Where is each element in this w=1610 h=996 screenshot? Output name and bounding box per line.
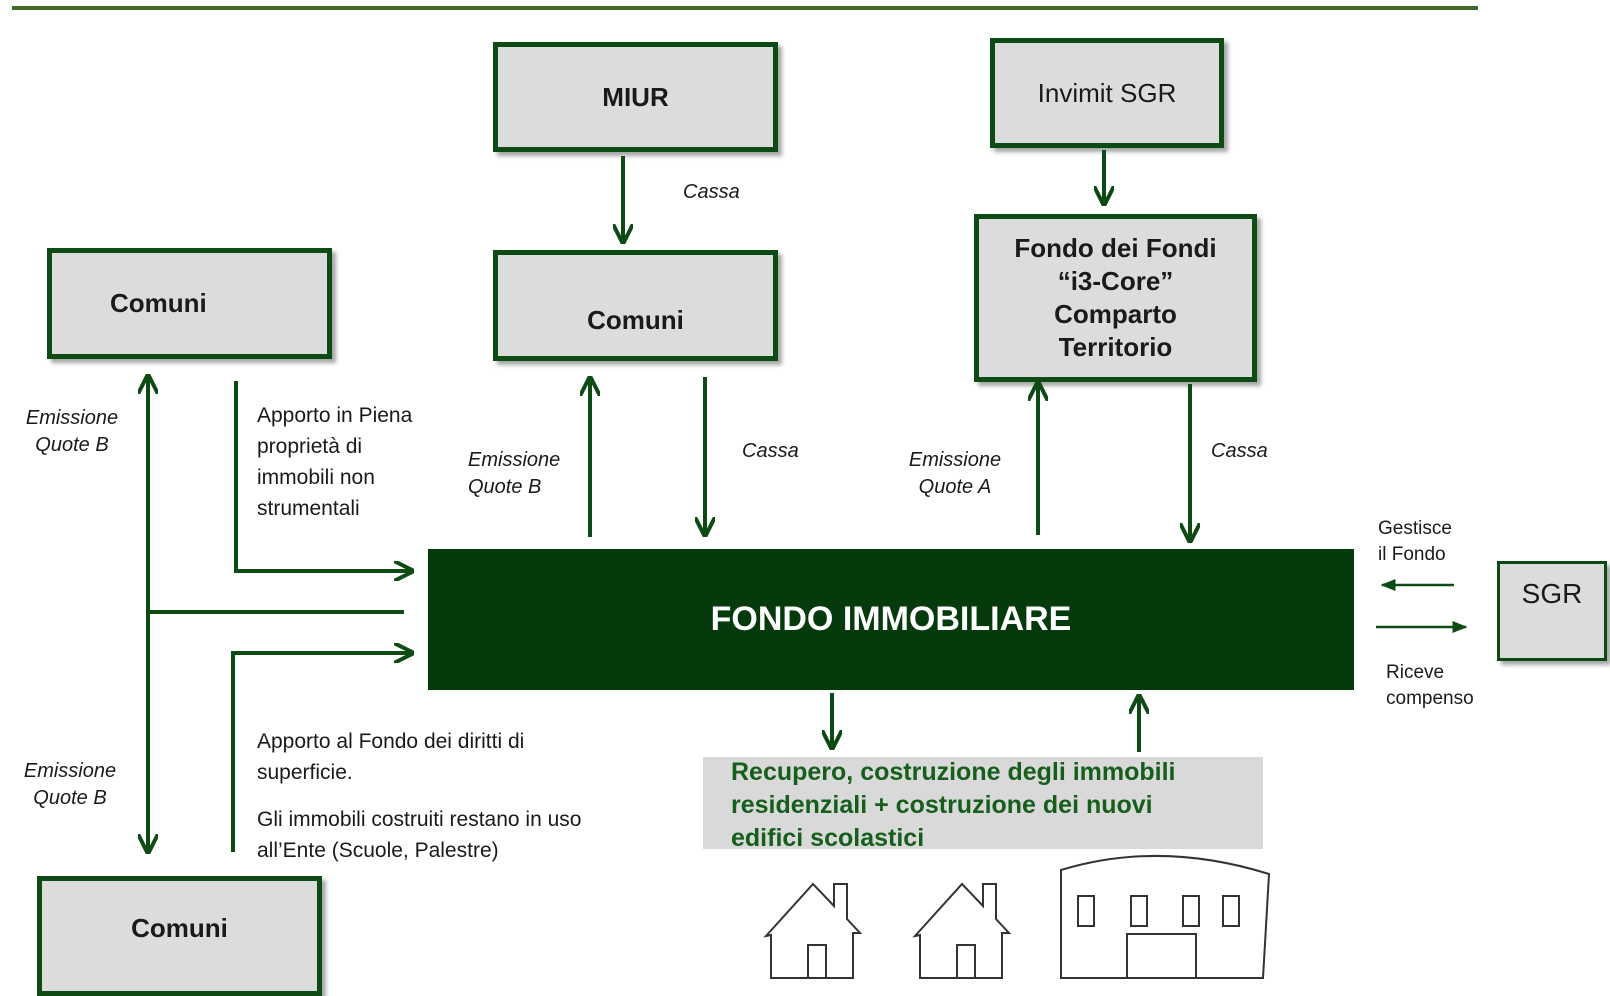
fondo-fondi-line4: Territorio [1058,332,1173,362]
emissione-center-line1: Emissione [468,449,561,471]
arrow-apporto-piena [234,381,410,571]
emissione-left-bottom-line1: Emissione [23,760,117,782]
riceve-line2: compenso [1386,688,1474,709]
comuni-bottom-box: Comuni [37,876,322,996]
miur-label: MIUR [602,81,669,112]
emissione-center-line2: Quote B [468,476,542,498]
apporto-piena-line3: immobili non [257,466,375,489]
immobili-costruiti-text: Gli immobili costruiti restano in uso al… [257,804,581,866]
immobili-costruiti-line2: all’Ente (Scuole, Palestre) [257,839,499,862]
emissione-right-label: Emissione Quote A [900,447,1010,501]
sgr-box: SGR [1497,561,1607,661]
house-icon [763,882,863,979]
recupero-line1: Recupero, costruzione degli immobili [731,758,1176,786]
gestisce-line1: Gestisce [1378,518,1452,539]
recupero-panel [703,757,1263,849]
emissione-left-top-label: Emissione Quote B [12,405,132,459]
emissione-right-line1: Emissione [908,449,1002,471]
apporto-piena-line1: Apporto in Piena [257,404,413,427]
fondo-fondi-line2: “i3-Core” [1057,266,1174,296]
arrow-apporto-diritti [231,653,410,852]
recupero-line3: edifici scolastici [731,824,925,852]
riceve-label: Riceve compenso [1386,660,1474,712]
fondo-fondi-line1: Fondo dei Fondi [1014,233,1217,263]
cassa-miur-label: Cassa [683,181,740,203]
apporto-piena-text: Apporto in Piena proprietà di immobili n… [257,400,412,524]
gestisce-line2: il Fondo [1378,544,1446,565]
sgr-label: SGR [1521,578,1583,609]
top-rule [12,6,1478,10]
apporto-diritti-line2: superficie. [257,761,353,784]
comuni-left-box: Comuni [47,248,332,359]
apporto-diritti-text: Apporto al Fondo dei diritti di superfic… [257,726,524,788]
fondo-fondi-line3: Comparto [1054,299,1177,329]
emissione-center-label: Emissione Quote B [468,447,560,501]
cassa-center-label: Cassa [742,440,799,462]
apporto-piena-line2: proprietà di [257,435,363,458]
invimit-box: Invimit SGR [990,38,1224,148]
miur-box: MIUR [493,42,778,152]
emissione-left-bottom-line2: Quote B [33,787,107,809]
emissione-right-line2: Quote A [918,476,992,498]
comuni-left-label: Comuni [110,288,207,318]
emissione-left-top-line1: Emissione [25,407,119,429]
riceve-line1: Riceve [1386,662,1445,683]
recupero-line2: residenziali + costruzione dei nuovi [731,791,1153,819]
emissione-left-top-line2: Quote B [35,434,109,456]
school-building-icon [1060,854,1271,979]
comuni-center-box: Comuni [493,250,778,361]
fondo-immobiliare-box: FONDO IMMOBILIARE [428,549,1354,690]
apporto-diritti-line1: Apporto al Fondo dei diritti di [257,730,525,753]
house-icon [912,882,1012,979]
emissione-left-bottom-label: Emissione Quote B [10,758,130,812]
gestisce-label: Gestisce il Fondo [1378,516,1452,568]
apporto-piena-line4: strumentali [257,497,360,520]
cassa-right-label: Cassa [1211,440,1268,462]
invimit-label: Invimit SGR [1037,77,1177,108]
fondo-dei-fondi-box: Fondo dei Fondi “i3-Core” Comparto Terri… [974,214,1257,382]
immobili-costruiti-line1: Gli immobili costruiti restano in uso [257,808,582,831]
fondo-immobiliare-label: FONDO IMMOBILIARE [710,600,1072,638]
recupero-text: Recupero, costruzione degli immobili res… [731,756,1261,855]
comuni-center-label: Comuni [587,305,684,335]
comuni-bottom-label: Comuni [131,913,228,943]
